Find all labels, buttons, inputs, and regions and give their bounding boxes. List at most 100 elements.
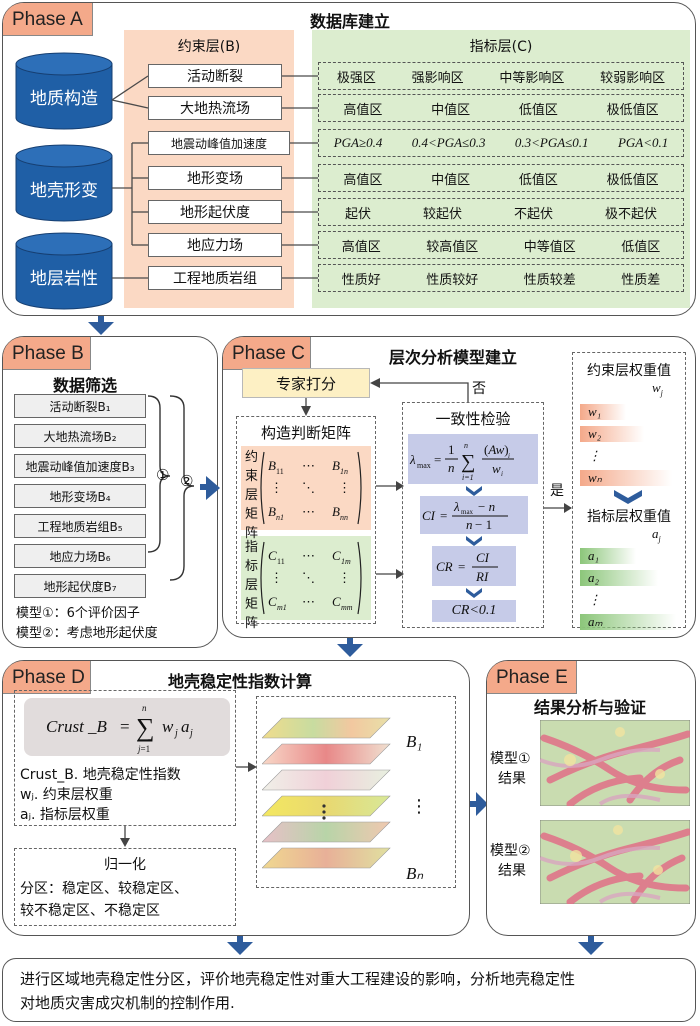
screening-factor-item: 活动断裂B₁	[14, 394, 146, 418]
svg-text:⋱: ⋱	[302, 480, 315, 495]
judgment-matrix-box	[236, 416, 376, 624]
svg-text:⋮: ⋮	[270, 480, 283, 495]
indicator-layer-bg	[312, 30, 690, 308]
svg-text:m1: m1	[277, 603, 287, 612]
c-matrix-label: 指标层矩阵	[245, 540, 259, 631]
svg-text:⋮: ⋮	[338, 480, 351, 495]
svg-text:− n: − n	[478, 499, 495, 514]
svg-text:C: C	[332, 594, 341, 609]
svg-text:∑: ∑	[136, 713, 155, 742]
yes-label: 是	[550, 483, 564, 499]
phase-a-title: 数据库建立	[309, 12, 390, 31]
arrow-c-to-d-head	[337, 644, 363, 657]
svg-text:11: 11	[276, 467, 284, 476]
ci-formula-box	[420, 496, 528, 534]
indicator-cell: 极强区	[336, 70, 376, 86]
svg-text:B: B	[332, 458, 340, 473]
svg-text:∑: ∑	[461, 451, 475, 473]
arrow-d-to-conclusion-head	[227, 942, 253, 955]
svg-text:max: max	[461, 508, 474, 516]
c-weight-title: 指标层权重值	[587, 509, 671, 525]
factor-layer-stack	[262, 717, 391, 869]
weight-bar	[580, 426, 644, 442]
screening-factor-item: 地形起伏度B₇	[14, 574, 146, 598]
svg-text:CI: CI	[422, 508, 436, 523]
phase-d-tag: Phase D	[3, 661, 91, 694]
database-cylinder-label: 地层岩性	[30, 269, 98, 289]
svg-text:⋯: ⋯	[302, 458, 315, 473]
formula-to-normalize-arrow	[120, 826, 130, 847]
svg-text:i=1: i=1	[462, 473, 474, 482]
weight-bar	[580, 614, 676, 630]
svg-text:RI: RI	[475, 569, 489, 584]
phase-c-title: 层次分析模型建立	[388, 348, 517, 367]
svg-text:n1: n1	[276, 513, 284, 522]
svg-text:⋮: ⋮	[270, 570, 283, 585]
indicator-cell: 极不起伏	[604, 206, 657, 222]
svg-text:=: =	[434, 452, 441, 467]
factor-pga: 地震动峰值加速度	[148, 131, 290, 155]
svg-text:⋯: ⋯	[302, 548, 315, 563]
indicator-cell: 中等影响区	[499, 70, 565, 86]
factor-layers-box	[256, 696, 456, 888]
layer-label-dots: ⋮	[410, 796, 428, 817]
b-weight-symbol: wj	[652, 380, 663, 398]
indicator-cell: 性质差	[621, 272, 661, 288]
factor-stress: 地应力场	[148, 233, 282, 257]
database-cylinder: 地壳形变	[14, 144, 114, 224]
indicator-cell: 低值区	[518, 172, 558, 188]
layer-label-bottom: Bₙ	[406, 864, 424, 883]
svg-text:B: B	[268, 504, 276, 519]
screening-factor-item: 工程地质岩组B₅	[14, 514, 146, 538]
zoning-box	[14, 848, 236, 926]
weight-label: a₂	[588, 570, 600, 585]
indicator-cell: 起伏	[344, 206, 371, 222]
arrow-a-to-b-shaft	[98, 316, 104, 326]
indicator-row: 高值区较高值区中等值区低值区	[318, 231, 684, 259]
zones-line-1: 分区：稳定区、较稳定区、	[20, 881, 188, 897]
screening-factor-item: 地形变场B₄	[14, 484, 146, 508]
svg-text:j=1: j=1	[137, 744, 150, 754]
factor-relief: 地形起伏度	[148, 200, 282, 224]
svg-text:− 1: − 1	[475, 517, 492, 532]
svg-text:w: w	[162, 717, 174, 736]
b-weight-title: 约束层权重值	[587, 363, 671, 379]
consistency-check-title: 一致性检验	[435, 410, 511, 428]
svg-text:⋱: ⋱	[302, 570, 315, 585]
svg-text:i: i	[501, 470, 503, 478]
svg-text:B: B	[268, 458, 276, 473]
indicator-cell: 较高值区	[426, 239, 479, 255]
weight-label: ⋮	[588, 448, 601, 463]
phase-d-title: 地壳稳定性指数计算	[167, 672, 312, 691]
result-1-label-line2: 结果	[498, 771, 526, 787]
svg-text:a: a	[181, 717, 190, 736]
brace-label-2: ②	[180, 472, 194, 490]
arrow-e-to-conclusion-head	[578, 942, 604, 955]
svg-text:Crust _B: Crust _B	[46, 717, 108, 736]
indicator-row: 性质好性质较好性质较差性质差	[318, 264, 684, 292]
cr-formula-box	[432, 546, 516, 586]
formula-to-layers-arrow	[236, 762, 257, 772]
svg-text:i: i	[508, 452, 510, 460]
svg-text:λ: λ	[453, 499, 460, 514]
indicator-cell: 较弱影响区	[600, 70, 666, 86]
indicator-cell: 低值区	[621, 239, 661, 255]
lambda-formula-box	[408, 434, 538, 484]
indicator-cell: 极低值区	[606, 102, 659, 118]
layer-label-top: B₁	[406, 732, 423, 751]
svg-text:=: =	[120, 717, 130, 736]
indicator-cell: 中值区	[431, 172, 471, 188]
screening-factor-item: 地震动峰值加速度B₃	[14, 454, 146, 478]
svg-text:=: =	[440, 508, 447, 523]
result-map-1	[540, 720, 690, 806]
indicator-cell: 中值区	[431, 102, 471, 118]
svg-text:CR: CR	[436, 559, 453, 574]
svg-text:B: B	[332, 504, 340, 519]
cr-condition-box: CR<0.1	[432, 600, 516, 622]
indicator-cell: PGA<0.1	[617, 135, 669, 150]
result-1-label-line1: 模型①	[490, 751, 531, 767]
